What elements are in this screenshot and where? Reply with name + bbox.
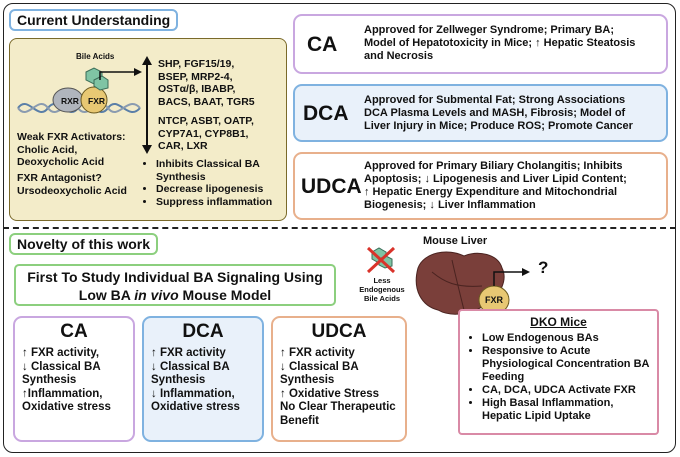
gene-line: SHP, FGF15/19,: [158, 58, 235, 70]
bile-acid-icon: [85, 67, 109, 91]
info-line: DCA Plasma Levels and MASH, Fibrosis; Mo…: [364, 107, 626, 119]
udca-info-name: UDCA: [301, 175, 362, 198]
gene-line: NTCP, ASBT, OATP,: [158, 115, 254, 127]
novelty-statement: First To Study Individual BA Signaling U…: [14, 264, 336, 306]
udca-info-text: Approved for Primary Biliary Cholangitis…: [364, 160, 627, 212]
section-divider: [3, 227, 676, 229]
ca-findings-box: CA ↑ FXR activity, ↓ Classical BA Synthe…: [13, 316, 135, 442]
ca-findings-title: CA: [60, 321, 88, 342]
current-understanding-header: Current Understanding: [9, 9, 179, 31]
finding-line: Oxidative stress: [151, 401, 240, 413]
dca-info-box: DCA Approved for Submental Fat; Strong A…: [293, 84, 668, 142]
label-line: Bile Acids: [364, 294, 400, 303]
info-line: Liver Injury in Mice; Produce ROS; Promo…: [364, 120, 633, 132]
effect-item: Inhibits Classical BA Synthesis: [156, 158, 284, 183]
finding-line: ↓ Classical BA: [280, 360, 359, 373]
info-line: and Necrosis: [364, 50, 434, 62]
dko-item: Low Endogenous BAs: [482, 332, 655, 345]
fxr-label: FXR: [88, 96, 105, 106]
dca-findings-text: ↑ FXR activity ↓ Classical BA Synthesis …: [151, 347, 240, 415]
weak-activator-item: Deoxycholic Acid: [17, 156, 105, 168]
info-line: Biogenesis; ↓ Liver Inflammation: [364, 199, 536, 211]
udca-info-box: UDCA Approved for Primary Biliary Cholan…: [293, 152, 668, 220]
effect-item: Suppress inflammation: [156, 196, 284, 209]
liver-fxr-label: FXR: [485, 295, 503, 305]
finding-line: No Clear Therapeutic: [280, 401, 396, 413]
finding-line: ↑Inflammation,: [22, 387, 103, 400]
udca-findings-text: ↑ FXR activity ↓ Classical BA Synthesis …: [280, 347, 396, 428]
upregulated-genes: SHP, FGF15/19, BSEP, MRP2-4, OSTα/β, IBA…: [158, 58, 255, 108]
ca-info-box: CA Approved for Zellweger Syndrome; Prim…: [293, 14, 668, 74]
novelty-line: Low BA in vivo Mouse Model: [16, 286, 334, 304]
effect-item: Decrease lipogenesis: [156, 183, 284, 196]
fxr-antagonist: FXR Antagonist? Ursodeoxycholic Acid: [17, 172, 142, 197]
mouse-liver-illustration: [366, 246, 530, 315]
novelty-header: Novelty of this work: [9, 233, 159, 255]
weak-activators: Weak FXR Activators: Cholic Acid, Deoxyc…: [17, 131, 142, 169]
novelty-text: Low BA: [78, 287, 135, 303]
fxr-effects-list: Inhibits Classical BA Synthesis Decrease…: [142, 158, 284, 208]
label-line: Less: [373, 276, 391, 285]
finding-line: Synthesis: [151, 374, 206, 386]
finding-line: ↑ Oxidative Stress: [280, 387, 380, 400]
finding-line: Synthesis: [280, 374, 335, 386]
weak-activator-item: Cholic Acid,: [17, 143, 78, 156]
info-line: Apoptosis; ↓ Lipogenesis and Liver Lipid…: [364, 173, 627, 185]
novelty-text: Mouse Model: [178, 287, 272, 303]
dca-info-name: DCA: [303, 102, 349, 125]
ca-info-text: Approved for Zellweger Syndrome; Primary…: [364, 24, 635, 63]
gene-line: BACS, BAAT, TGR5: [158, 95, 255, 108]
up-down-arrow-icon: [142, 56, 152, 154]
info-line: Approved for Zellweger Syndrome; Primary…: [364, 24, 614, 36]
antagonist-title: FXR Antagonist?: [17, 172, 102, 184]
finding-line: ↑ FXR activity,: [22, 347, 100, 359]
novelty-emphasis: in vivo: [134, 287, 179, 303]
bile-acids-label: Bile Acids: [76, 52, 115, 61]
dko-item: High Basal Inflammation, Hepatic Lipid U…: [482, 397, 655, 423]
novelty-line: First To Study Individual BA Signaling U…: [27, 269, 323, 285]
gene-line: CAR, LXR: [158, 140, 208, 152]
dca-findings-box: DCA ↑ FXR activity ↓ Classical BA Synthe…: [142, 316, 264, 442]
label-line: Endogenous: [359, 285, 405, 294]
dko-mice-box: DKO Mice Low Endogenous BAs Responsive t…: [458, 309, 659, 435]
dca-findings-title: DCA: [182, 321, 224, 342]
info-line: Approved for Submental Fat; Strong Assoc…: [364, 94, 626, 106]
ca-info-name: CA: [307, 33, 338, 56]
dko-list: Low Endogenous BAs Responsive to Acute P…: [468, 332, 655, 423]
cross-icon: [366, 246, 396, 274]
finding-line: ↑ FXR activity: [280, 347, 355, 359]
less-bile-acids-label: Less Endogenous Bile Acids: [354, 276, 410, 303]
ca-findings-text: ↑ FXR activity, ↓ Classical BA Synthesis…: [22, 347, 111, 415]
finding-line: ↑ FXR activity: [151, 347, 226, 359]
udca-findings-box: UDCA ↑ FXR activity ↓ Classical BA Synth…: [271, 316, 407, 442]
dko-item: CA, DCA, UDCA Activate FXR: [482, 384, 655, 397]
finding-line: Synthesis: [22, 374, 77, 386]
dna-rxr-fxr-illustration: [17, 67, 142, 114]
dca-info-text: Approved for Submental Fat; Strong Assoc…: [364, 94, 633, 133]
rxr-label: RXR: [61, 96, 79, 106]
finding-line: Oxidative stress: [22, 401, 111, 413]
info-line: ↑ Hepatic Energy Expenditure and Mitocho…: [364, 186, 618, 198]
question-mark: ?: [538, 258, 549, 277]
downregulated-genes: NTCP, ASBT, OATP, CYP7A1, CYP8B1, CAR, L…: [158, 115, 254, 153]
antagonist-item: Ursodeoxycholic Acid: [17, 184, 127, 197]
dko-item: Responsive to Acute Physiological Concen…: [482, 345, 655, 384]
finding-line: Benefit: [280, 414, 319, 427]
gene-line: BSEP, MRP2-4,: [158, 70, 233, 83]
finding-line: ↓ Classical BA: [22, 360, 101, 373]
udca-findings-title: UDCA: [311, 321, 367, 342]
finding-line: ↓ Classical BA: [151, 360, 230, 373]
info-line: Model of Hepatotoxicity in Mice; ↑ Hepat…: [364, 37, 636, 49]
weak-activators-title: Weak FXR Activators:: [17, 131, 126, 143]
finding-line: ↓ Inflammation,: [151, 387, 235, 400]
info-line: Approved for Primary Biliary Cholangitis…: [364, 160, 623, 172]
mouse-liver-title: Mouse Liver: [423, 235, 488, 247]
gene-line: OSTα/β, IBABP,: [158, 83, 236, 95]
dko-title: DKO Mice: [530, 315, 587, 329]
gene-line: CYP7A1, CYP8B1,: [158, 127, 249, 140]
